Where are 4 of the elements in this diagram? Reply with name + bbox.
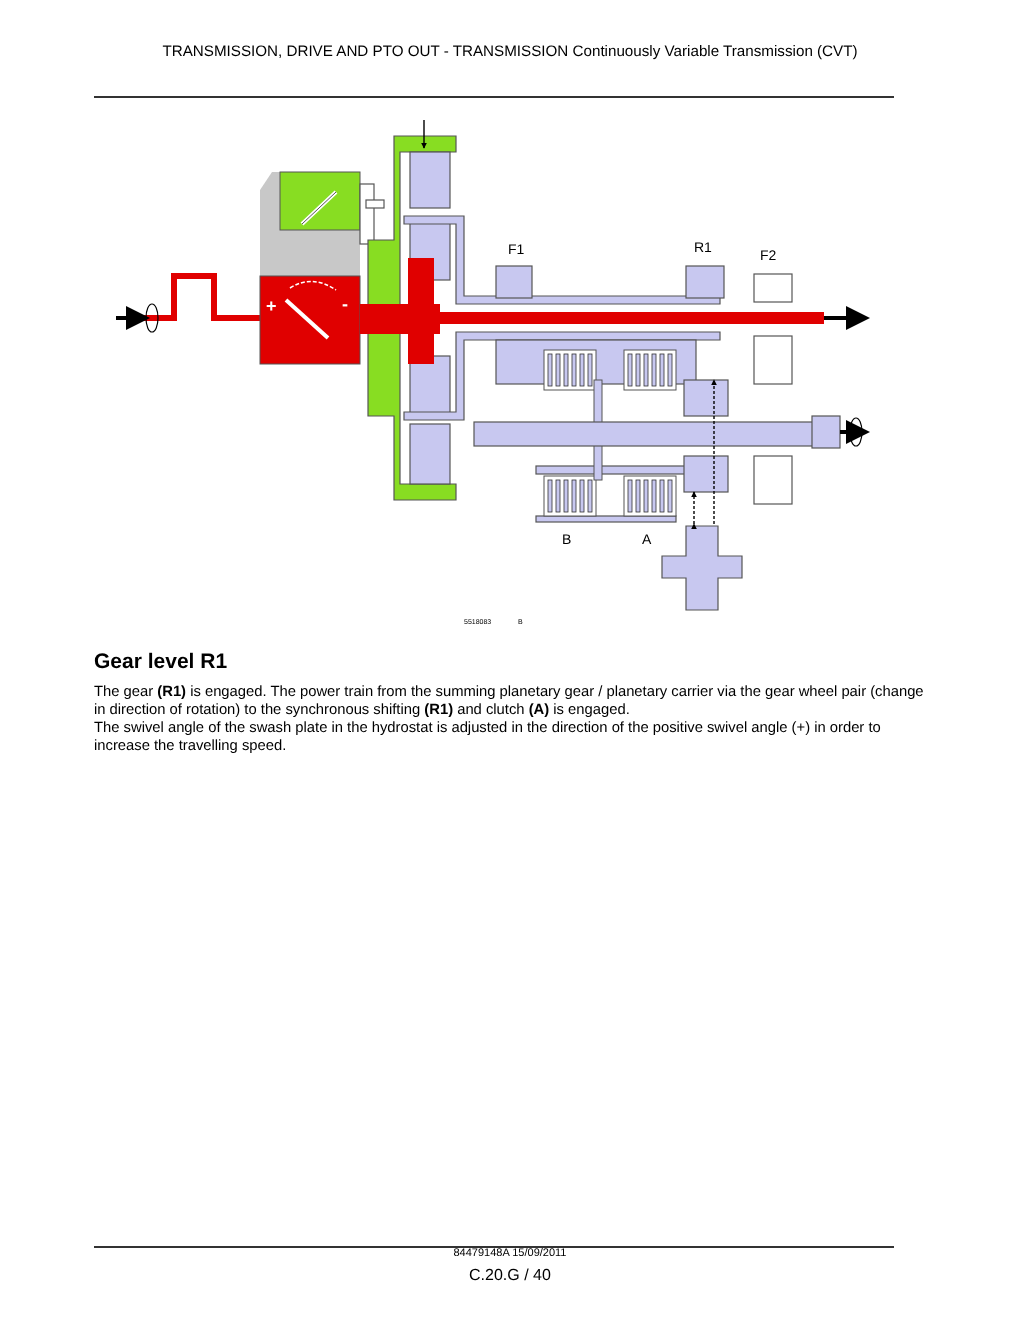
minus-sign: - [342, 294, 348, 314]
section-heading: Gear level R1 [94, 650, 228, 674]
page-number: C.20.G / 40 [467, 1266, 553, 1284]
plus-sign: + [266, 296, 277, 316]
